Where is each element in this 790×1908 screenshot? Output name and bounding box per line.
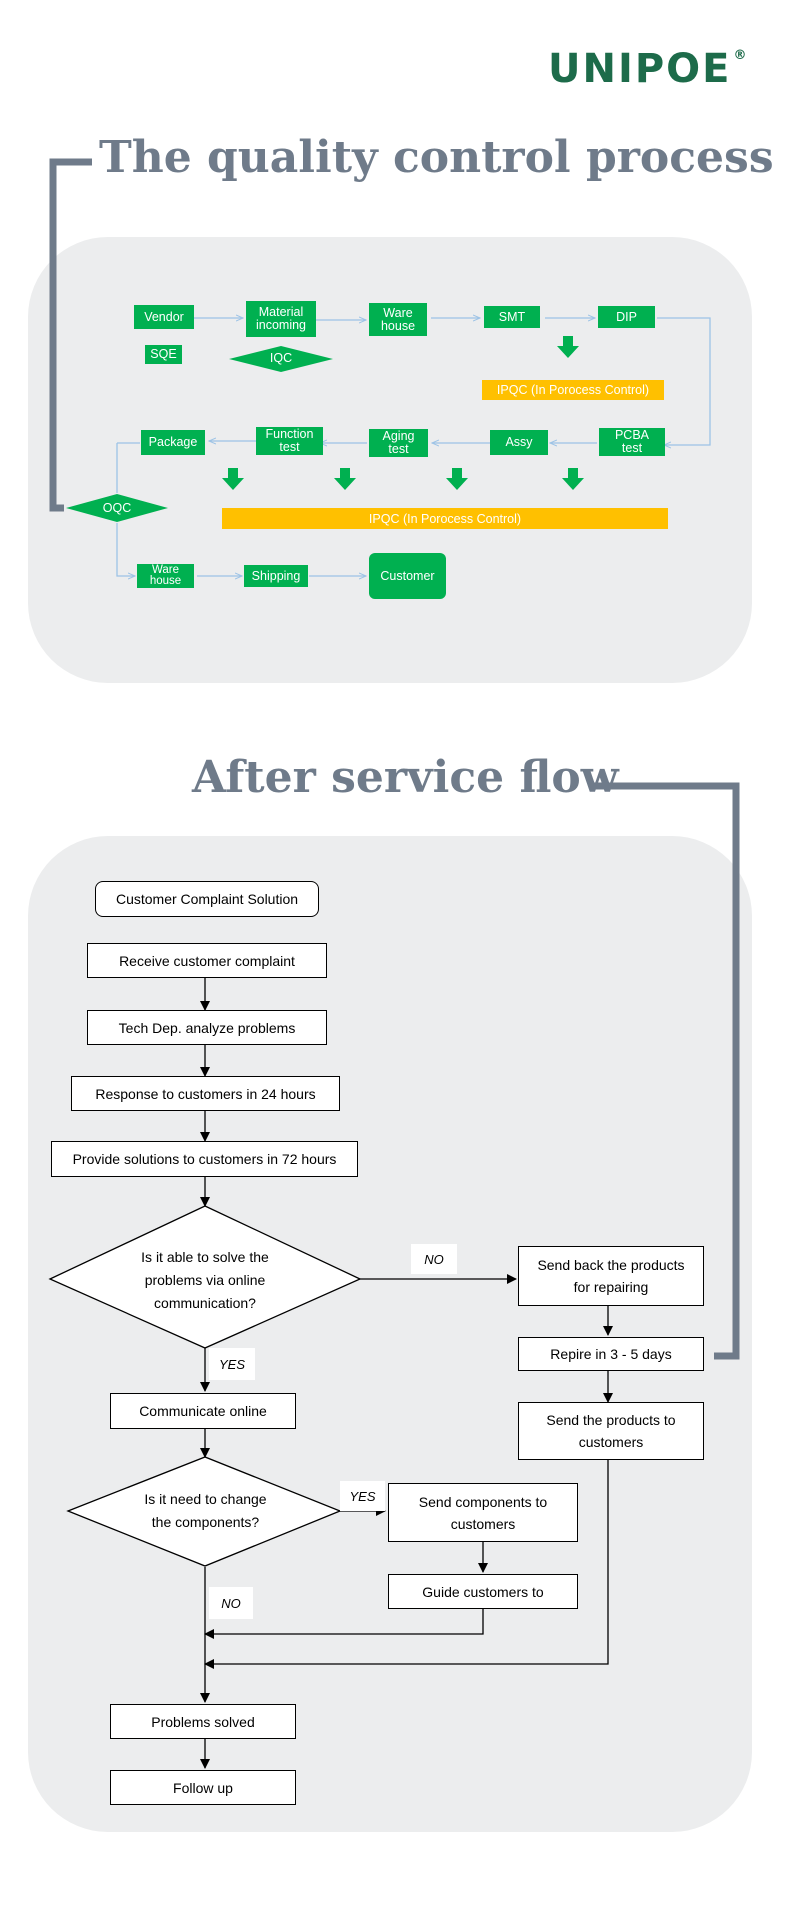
- function-test-box: Function test: [256, 427, 323, 455]
- decision-online-text: Is it able to solve the problems via onl…: [141, 1249, 269, 1311]
- dip-box: DIP: [598, 306, 655, 328]
- complaint-solution-box: Customer Complaint Solution: [95, 881, 319, 917]
- smt-box: SMT: [484, 306, 540, 328]
- iqc-diamond: [229, 346, 333, 372]
- down-arrow-1: [222, 468, 244, 490]
- decision-components-diamond: [66, 1456, 342, 1567]
- analyze-problems-box: Tech Dep. analyze problems: [87, 1010, 327, 1045]
- logo-text: UNIPOE: [548, 46, 732, 92]
- assy-box: Assy: [490, 430, 548, 455]
- down-arrow-4: [562, 468, 584, 490]
- no-label-2: NO: [209, 1587, 253, 1619]
- after-panel: [28, 836, 752, 1832]
- yes-label-2: YES: [340, 1481, 385, 1511]
- problems-solved-box: Problems solved: [110, 1704, 296, 1739]
- yes-label-1: YES: [209, 1348, 255, 1380]
- shipping-box: Shipping: [244, 565, 308, 587]
- material-incoming-box: Material incoming: [246, 301, 316, 337]
- package-box: Package: [141, 430, 205, 455]
- response-24h-box: Response to customers in 24 hours: [71, 1076, 340, 1111]
- decision-online-diamond: [48, 1205, 362, 1349]
- after-bracket: [590, 782, 740, 1360]
- send-components-box: Send components to customers: [388, 1483, 578, 1542]
- ipqc-bar-small: IPQC (In Porocess Control): [482, 380, 664, 400]
- customer-box: Customer: [369, 553, 446, 599]
- oqc-label: OQC: [102, 501, 132, 515]
- send-products-box: Send the products to customers: [518, 1402, 704, 1460]
- qc-bracket: [49, 158, 92, 512]
- after-title: After service flow: [192, 752, 619, 803]
- sqe-box: SQE: [145, 345, 182, 364]
- pcba-test-box: PCBA test: [599, 428, 665, 456]
- iqc-label: IQC: [269, 351, 293, 365]
- logo: UNIPOE®: [548, 46, 748, 92]
- registered-mark: ®: [733, 48, 749, 63]
- warehouse-box-1: Ware house: [369, 303, 427, 336]
- decision-components-text: Is it need to change the components?: [144, 1491, 267, 1530]
- down-arrow-smt: [557, 336, 579, 358]
- warehouse-box-2: Ware house: [137, 564, 194, 588]
- oqc-diamond: [66, 494, 168, 522]
- guide-customers-box: Guide customers to: [388, 1574, 578, 1609]
- send-back-box: Send back the products for repairing: [518, 1246, 704, 1306]
- solutions-72h-box: Provide solutions to customers in 72 hou…: [51, 1141, 358, 1177]
- qc-title: The quality control process: [99, 132, 774, 183]
- aging-test-box: Aging test: [369, 429, 428, 457]
- receive-complaint-box: Receive customer complaint: [87, 943, 327, 978]
- down-arrow-3: [446, 468, 468, 490]
- vendor-box: Vendor: [134, 305, 194, 329]
- communicate-online-box: Communicate online: [110, 1393, 296, 1429]
- follow-up-box: Follow up: [110, 1770, 296, 1805]
- no-label-1: NO: [411, 1244, 457, 1274]
- repair-box: Repire in 3 - 5 days: [518, 1337, 704, 1371]
- down-arrow-2: [334, 468, 356, 490]
- ipqc-bar-large: IPQC (In Porocess Control): [222, 508, 668, 529]
